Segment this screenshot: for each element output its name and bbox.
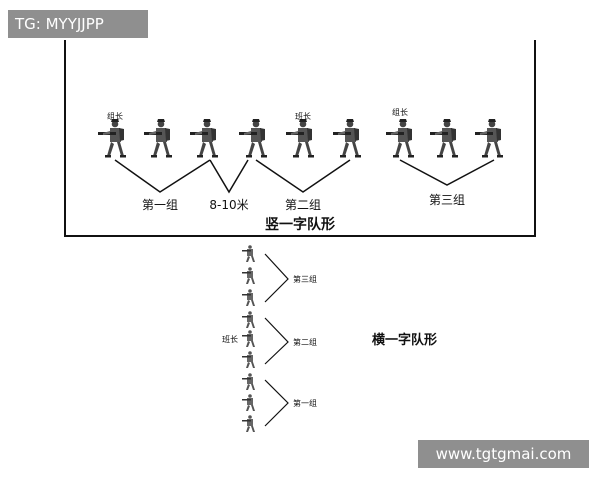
group-bracket	[264, 317, 289, 365]
group-bracket	[114, 159, 211, 193]
group-label: 第二组	[293, 337, 317, 347]
group-label: 第三组	[429, 193, 465, 207]
soldier-figure	[144, 119, 172, 158]
vertical-soldiers	[98, 119, 503, 158]
soldier-figure	[98, 119, 126, 158]
group-label: 第一组	[293, 398, 317, 408]
soldier-figure	[242, 351, 255, 368]
spacing-label: 8-10米	[209, 198, 248, 212]
rank-label: 组长	[392, 107, 408, 117]
soldier-figure	[239, 119, 267, 158]
soldier-figure	[242, 330, 255, 347]
top-watermark: TG: MYYJJPP	[8, 10, 148, 38]
group-brackets	[114, 159, 495, 194]
soldier-figure	[430, 119, 458, 158]
soldier-figure	[242, 415, 255, 432]
rank-label: 组长	[107, 111, 123, 121]
horizontal-formation-title: 横一字队形	[372, 332, 437, 348]
vertical-formation-title: 竖一字队形	[265, 216, 335, 233]
spacing-bracket	[209, 159, 249, 194]
group-bracket	[255, 159, 351, 193]
soldier-figure	[242, 311, 255, 328]
soldier-figure	[242, 245, 255, 262]
group-bracket	[264, 253, 289, 303]
horizontal-brackets	[264, 253, 289, 427]
horizontal-soldiers	[242, 245, 255, 432]
group-bracket	[264, 379, 289, 427]
vertical-formation-panel	[64, 40, 536, 237]
soldier-figure	[242, 394, 255, 411]
group-bracket	[399, 159, 495, 186]
rank-label: 班长	[295, 111, 311, 121]
rank-label: 班长	[222, 334, 238, 344]
soldier-figure	[333, 119, 361, 158]
bottom-watermark: www.tgtgmai.com	[418, 440, 589, 468]
soldier-figure	[386, 119, 414, 158]
soldier-figure	[242, 267, 255, 284]
group-label: 第三组	[293, 274, 317, 284]
soldier-figure	[242, 373, 255, 390]
soldier-figure	[242, 289, 255, 306]
group-label: 第一组	[142, 198, 178, 212]
group-label: 第二组	[285, 198, 321, 212]
soldier-figure	[475, 119, 503, 158]
soldier-figure	[190, 119, 218, 158]
soldier-figure	[286, 119, 314, 158]
